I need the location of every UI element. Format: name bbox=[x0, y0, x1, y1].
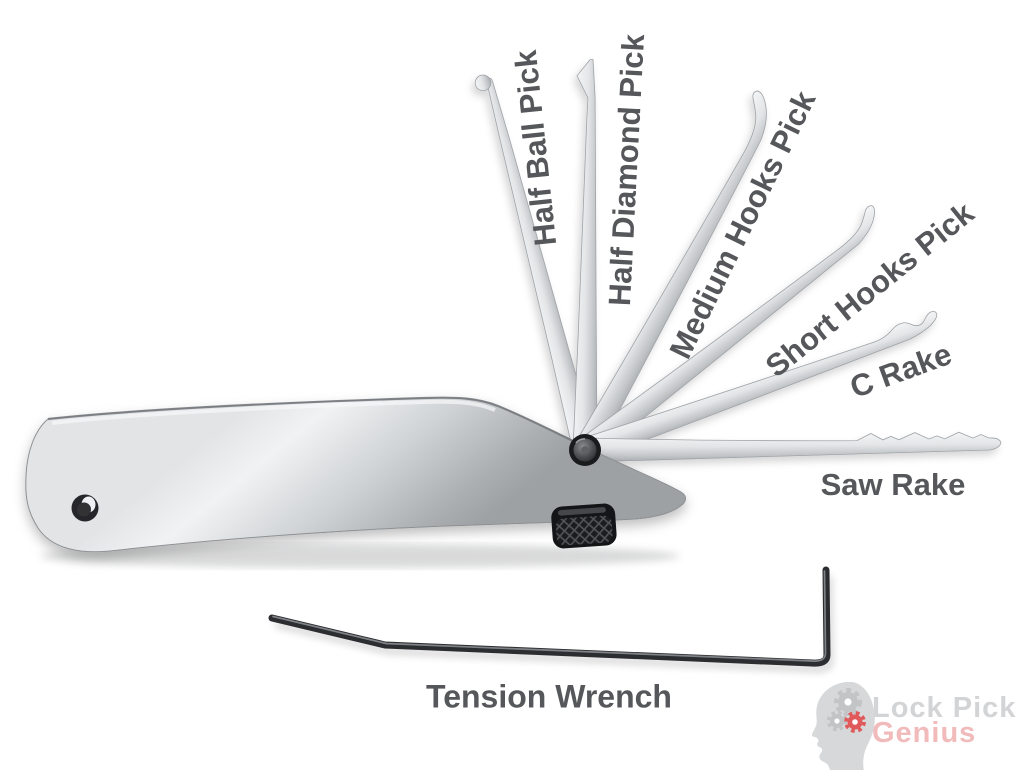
saw-rake-blade bbox=[584, 431, 1002, 463]
folding-handle bbox=[25, 396, 687, 553]
thumb-screw bbox=[551, 503, 617, 549]
handle-ground-shadow bbox=[40, 544, 680, 568]
label-tension-wrench: Tension Wrench bbox=[426, 678, 672, 715]
half-ball-tip bbox=[474, 74, 492, 92]
logo-wordmark: Lock Pick Genius bbox=[872, 692, 1017, 749]
half-ball-pick bbox=[474, 74, 598, 454]
red-gear-icon bbox=[844, 711, 866, 733]
handle-top-rim bbox=[47, 396, 599, 454]
half-diamond-pick-blade bbox=[572, 58, 598, 451]
pick-fan bbox=[474, 58, 1002, 463]
gear-icon bbox=[834, 688, 862, 716]
logo-head-gears-icon bbox=[812, 682, 875, 770]
tension-wrench-shadow bbox=[274, 575, 834, 673]
medium-hooks-pick bbox=[573, 90, 767, 457]
short-hooks-pick bbox=[577, 205, 875, 461]
tension-wrench bbox=[268, 566, 831, 667]
c-rake-pick bbox=[580, 310, 938, 462]
logo-line2: Genius bbox=[872, 717, 977, 749]
lanyard-hole-inner bbox=[77, 502, 91, 517]
short-hooks-pick-blade bbox=[577, 205, 875, 461]
handle-top-highlight bbox=[51, 399, 496, 425]
half-diamond-pick bbox=[572, 58, 598, 451]
lock-pick-genius-logo: Lock Pick Genius bbox=[812, 680, 1025, 770]
logo-line1: Lock Pick bbox=[872, 692, 1017, 724]
saw-rake-pick bbox=[584, 431, 1002, 463]
c-rake-blade bbox=[580, 310, 938, 462]
label-saw-rake: Saw Rake bbox=[820, 467, 966, 502]
medium-hooks-pick-blade bbox=[573, 90, 767, 457]
pivot-screw bbox=[569, 434, 601, 466]
tension-wrench-highlight bbox=[272, 570, 827, 662]
